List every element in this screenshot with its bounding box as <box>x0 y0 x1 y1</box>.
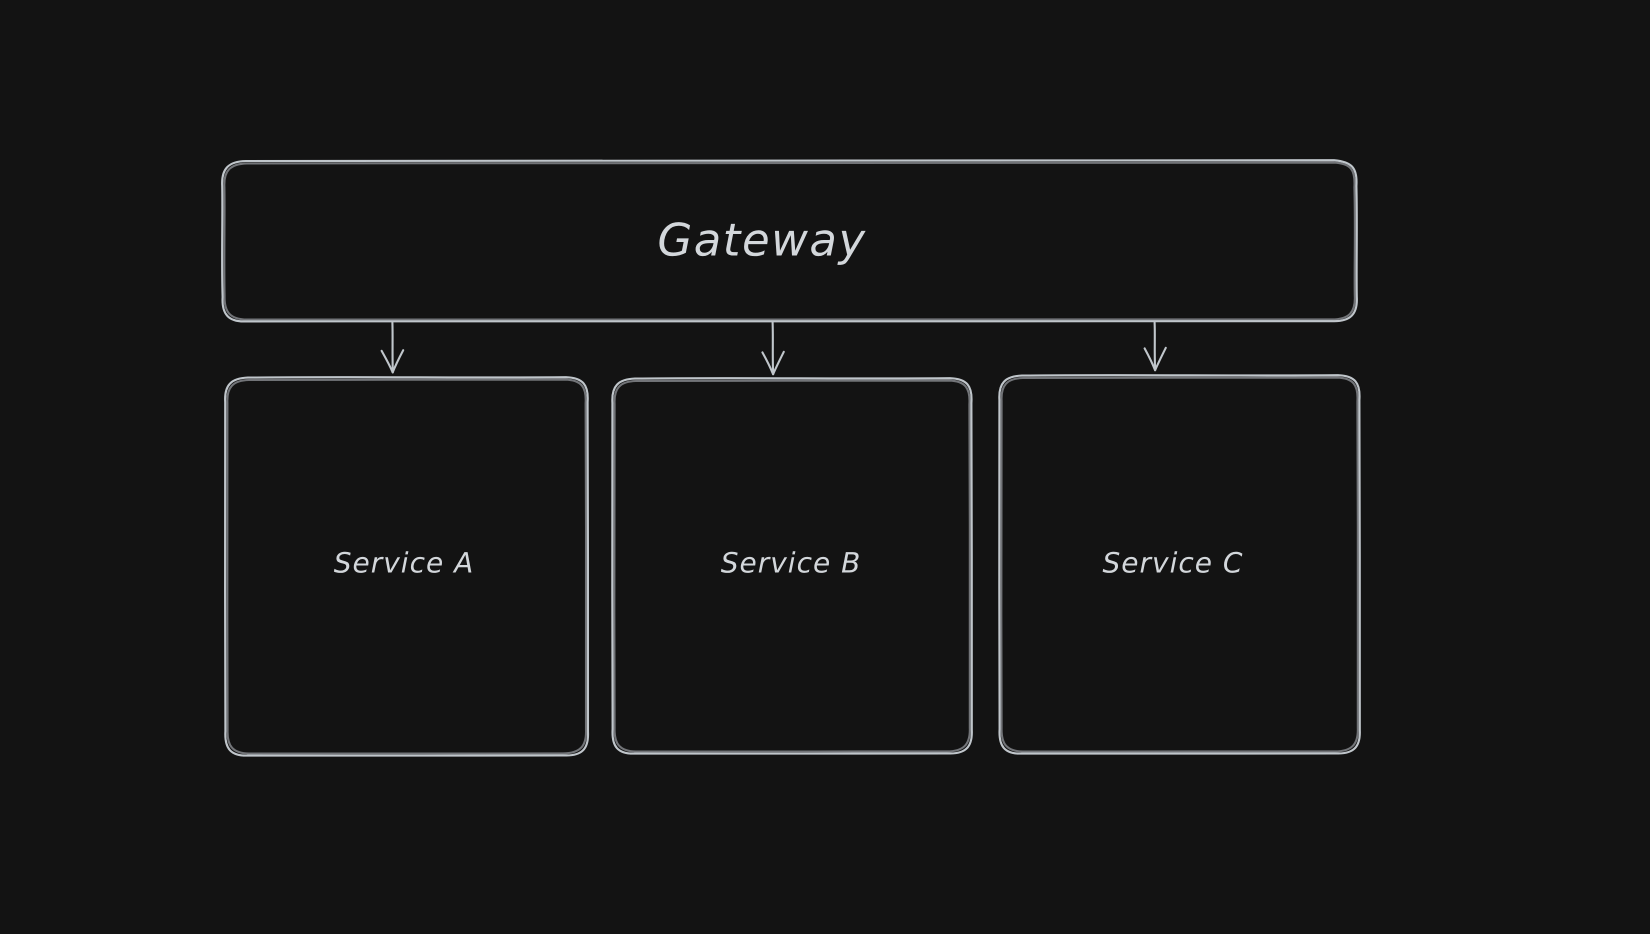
service-a-box-outline <box>223 376 590 757</box>
service-c-node-label: Service C <box>1102 546 1244 580</box>
arrow-gateway-to-service-a <box>380 321 405 374</box>
gateway-box-outline <box>221 159 1358 323</box>
service-c-box-outline <box>998 374 1361 755</box>
service-b-box-outline <box>611 377 973 755</box>
arrow-gateway-to-service-b <box>761 321 785 376</box>
service-b-node-label: Service B <box>720 546 862 580</box>
gateway-node-label: Gateway <box>657 213 867 267</box>
arrow-gateway-to-service-c <box>1143 321 1167 372</box>
service-a-node-label: Service A <box>333 546 475 580</box>
